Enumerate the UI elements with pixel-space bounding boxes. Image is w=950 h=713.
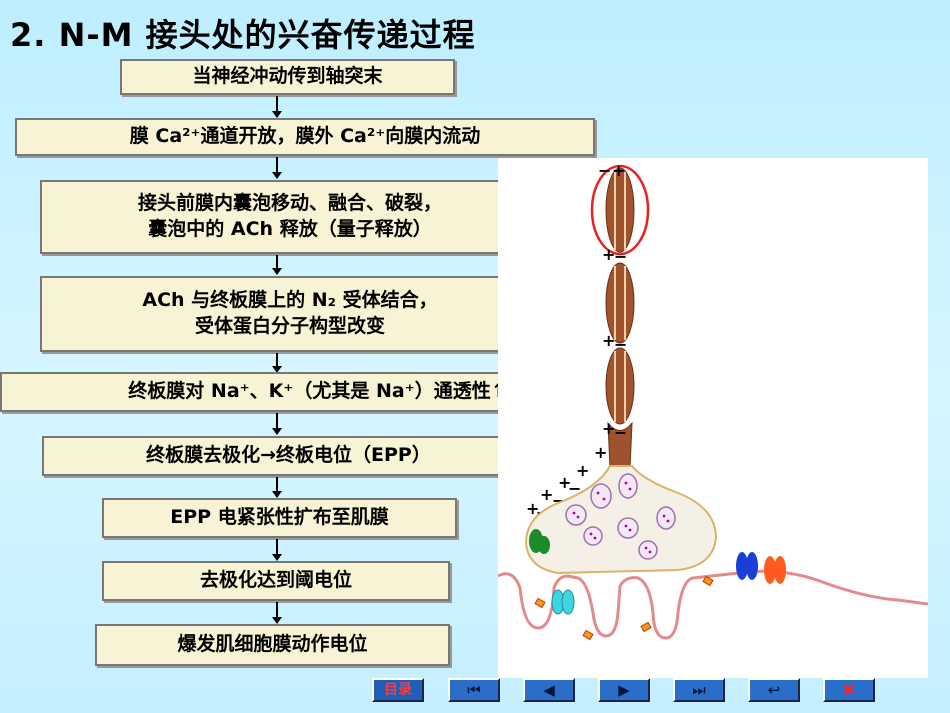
- n2-receptor: [551, 589, 575, 615]
- charge-minus: −: [614, 335, 627, 354]
- menu-label: 目录: [384, 682, 412, 698]
- charge-plus: +: [602, 245, 615, 264]
- step-text: 终板膜去极化→终板电位（EPP）: [146, 444, 431, 467]
- first-page-button[interactable]: ⏮: [448, 678, 500, 702]
- step-nerve-impulse: 当神经冲动传到轴突末: [120, 59, 455, 95]
- step-text: EPP 电紧张性扩布至肌膜: [170, 506, 389, 529]
- step-epp: 终板膜去极化→终板电位（EPP）: [42, 436, 535, 476]
- flow-arrow: [272, 353, 282, 373]
- vesicle-dots: [572, 481, 670, 554]
- close-icon: ✖: [842, 680, 856, 699]
- flow-arrow: [272, 413, 282, 435]
- charge-plus: +: [602, 419, 615, 438]
- step-calcium-channel: 膜 Ca²⁺通道开放，膜外 Ca²⁺向膜内流动: [15, 118, 595, 156]
- step-electrotonic-spread: EPP 电紧张性扩布至肌膜: [102, 498, 457, 538]
- calcium-channel: [529, 529, 550, 554]
- charge-minus: −: [598, 161, 611, 180]
- flow-arrow: [272, 539, 282, 561]
- close-button[interactable]: ✖: [823, 678, 875, 702]
- flow-arrow: [272, 602, 282, 624]
- charge-plus: +: [612, 161, 625, 180]
- step-text: 膜 Ca²⁺通道开放，膜外 Ca²⁺向膜内流动: [129, 125, 481, 148]
- next-page-icon: ▶: [618, 680, 630, 699]
- charge-minus: −: [614, 423, 627, 442]
- step-text: 终板膜对 Na⁺、K⁺（尤其是 Na⁺）通透性↑: [128, 380, 507, 403]
- step-text: 囊泡中的 ACh 释放（量子释放）: [148, 218, 432, 240]
- previous-page-button[interactable]: ◀: [523, 678, 575, 702]
- sodium-channels: [736, 552, 786, 584]
- charge-plus: +: [558, 473, 571, 492]
- menu-button[interactable]: 目录: [372, 678, 424, 702]
- nmj-illustration: + − + − + − + − + + + + + − − −: [498, 158, 928, 678]
- previous-page-icon: ◀: [543, 680, 555, 699]
- nerve-terminal: [524, 465, 718, 575]
- axon: [605, 167, 635, 473]
- step-receptor-binding: ACh 与终板膜上的 N₂ 受体结合， 受体蛋白分子构型改变: [40, 276, 540, 352]
- charge-plus: +: [526, 499, 539, 518]
- charge-plus: +: [594, 443, 607, 462]
- step-text: ACh 与终板膜上的 N₂ 受体结合，: [142, 289, 438, 312]
- charge-plus: +: [540, 485, 553, 504]
- first-page-icon: ⏮: [467, 680, 481, 699]
- flow-arrow: [272, 96, 282, 118]
- slide-title: 2. N-M 接头处的兴奋传递过程: [10, 16, 476, 54]
- flow-arrow: [272, 157, 282, 179]
- step-text: 接头前膜内囊泡移动、融合、破裂，: [137, 192, 442, 215]
- charge-minus: −: [614, 247, 627, 266]
- step-text: 去极化达到阈电位: [199, 569, 352, 592]
- charge-plus: +: [576, 461, 589, 480]
- step-text: 爆发肌细胞膜动作电位: [177, 633, 368, 656]
- step-text: 当神经冲动传到轴突末: [192, 65, 383, 88]
- last-page-icon: ⏭: [692, 680, 706, 699]
- return-icon: ↩: [767, 680, 781, 699]
- last-page-button[interactable]: ⏭: [673, 678, 725, 702]
- next-page-button[interactable]: ▶: [598, 678, 650, 702]
- flow-arrow: [272, 255, 282, 275]
- impulse-highlight: [590, 164, 650, 256]
- step-threshold: 去极化达到阈电位: [102, 561, 450, 601]
- membrane-charges: + − + − + − + − + + + + + − − −: [526, 161, 627, 522]
- flow-arrow: [272, 477, 282, 498]
- step-action-potential: 爆发肌细胞膜动作电位: [95, 624, 450, 666]
- step-text: 受体蛋白分子构型改变: [194, 315, 385, 337]
- step-vesicle-release: 接头前膜内囊泡移动、融合、破裂， 囊泡中的 ACh 释放（量子释放）: [40, 180, 540, 254]
- return-button[interactable]: ↩: [748, 678, 800, 702]
- muscle-membrane: [498, 569, 928, 640]
- charge-plus: +: [602, 331, 615, 350]
- axon-stripes: [614, 172, 626, 422]
- ach-molecules: [534, 575, 714, 641]
- synaptic-vesicles: [565, 473, 676, 560]
